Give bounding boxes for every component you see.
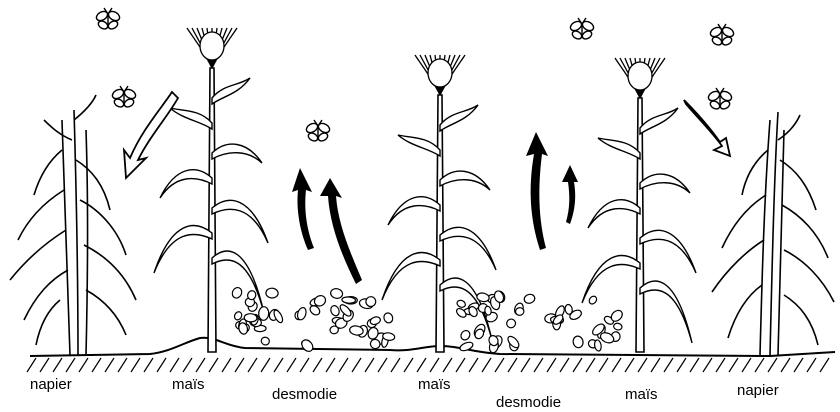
maize-tassel: [615, 58, 665, 98]
label-desmodium-left: desmodie: [272, 386, 337, 403]
ground: [30, 338, 835, 356]
arrow-push-right-1: [526, 132, 548, 250]
moth-icon: [569, 18, 595, 41]
moth-icon: [95, 8, 121, 31]
maize-tassel: [187, 28, 237, 68]
arrow-push-left-1: [292, 168, 314, 250]
label-desmodium-right: desmodie: [496, 394, 561, 411]
label-maize-right: maïs: [625, 386, 658, 403]
label-napier-left: napier: [30, 376, 72, 393]
moth-icon: [305, 120, 331, 143]
arrow-push-right-2: [562, 165, 578, 224]
maize-tassel: [415, 55, 465, 95]
label-maize-center: maïs: [418, 376, 451, 393]
moth-icon: [111, 86, 137, 109]
label-maize-left: maïs: [172, 376, 205, 393]
soil-hatching: [27, 358, 829, 372]
moth-icon: [707, 88, 733, 111]
maize-plant-right: [582, 58, 696, 352]
arrow-push-left-2: [320, 178, 362, 284]
label-napier-right: napier: [737, 382, 779, 399]
napier-grass-left: [10, 95, 136, 355]
desmodium-right: [455, 290, 624, 354]
moth-icon: [709, 24, 735, 47]
desmodium-left: [231, 286, 396, 354]
napier-grass-right: [712, 112, 834, 355]
